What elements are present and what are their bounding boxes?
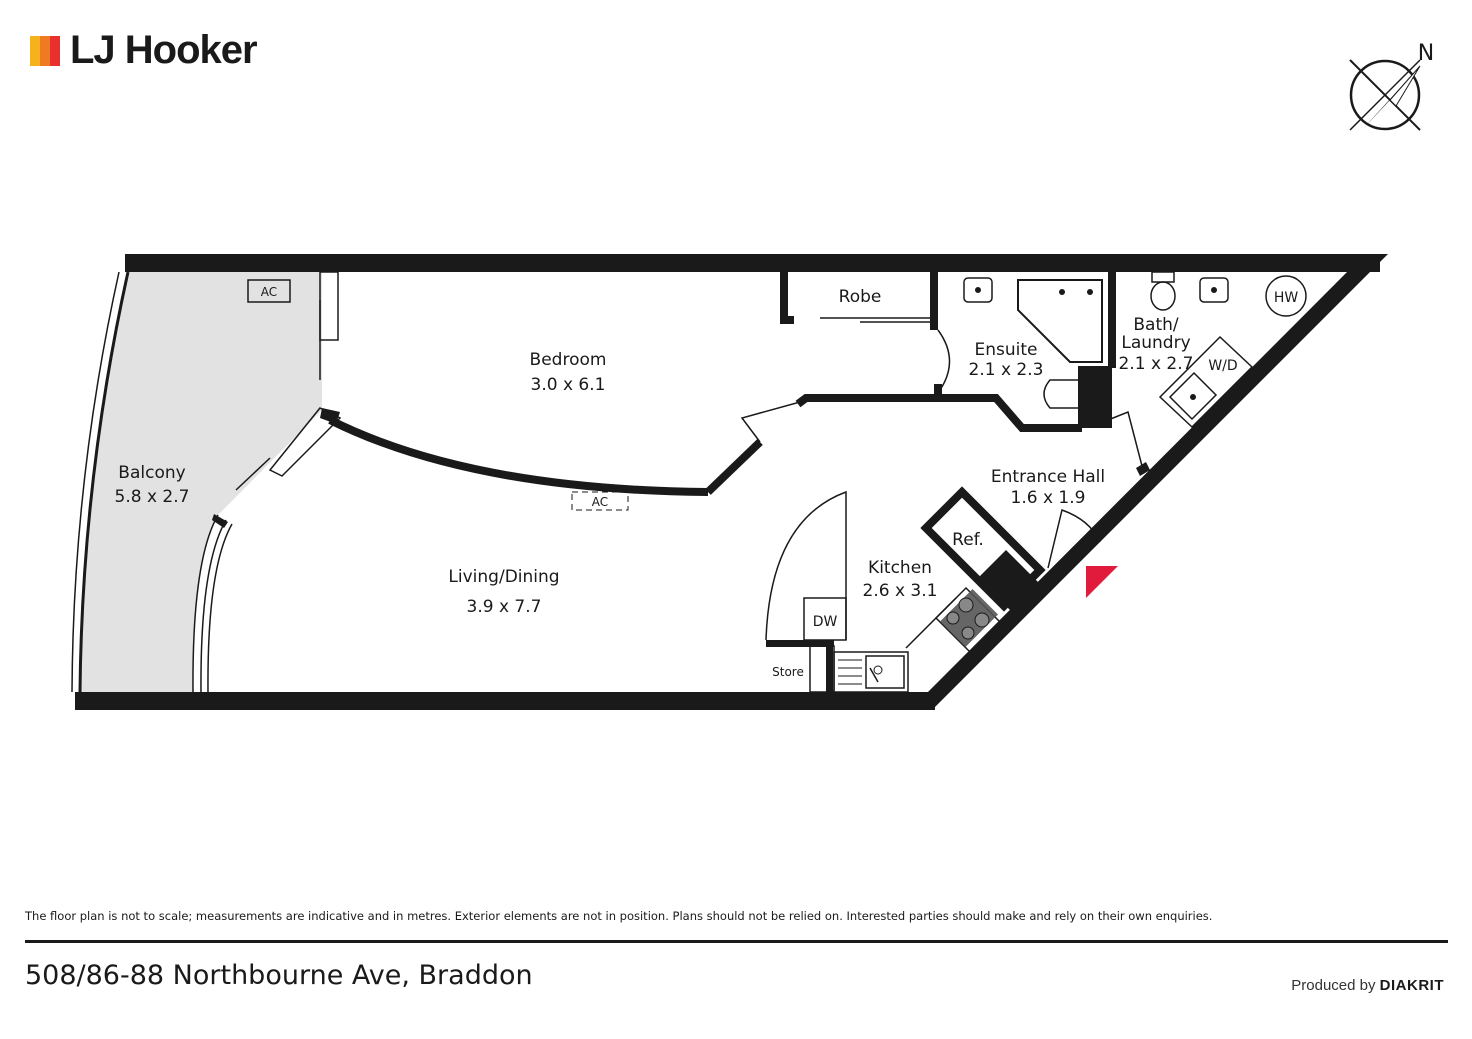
- bath-name-line2: Laundry: [1121, 333, 1190, 353]
- bedroom-size: 3.0 x 6.1: [531, 375, 606, 395]
- ac-label-living: AC: [592, 495, 608, 509]
- produced-by-prefix: Produced by: [1291, 977, 1376, 994]
- ensuite-name: Ensuite: [975, 340, 1038, 360]
- ac-label-balcony: AC: [261, 285, 277, 299]
- hw-label: HW: [1274, 290, 1299, 306]
- wall-north: [125, 254, 1380, 272]
- balcony-size: 5.8 x 2.7: [115, 487, 190, 507]
- entrance-size: 1.6 x 1.9: [1011, 488, 1086, 508]
- disclaimer: The floor plan is not to scale; measurem…: [25, 909, 1213, 923]
- balcony-edge: [78, 271, 130, 693]
- wall-south: [75, 692, 935, 710]
- entry-marker-icon: [1086, 566, 1118, 598]
- balcony-name: Balcony: [118, 463, 185, 483]
- compass-north-label: N: [1418, 41, 1434, 66]
- compass-icon: N: [1349, 41, 1434, 131]
- produced-by-brand: DIAKRIT: [1379, 977, 1444, 994]
- property-address: 508/86-88 Northbourne Ave, Braddon: [25, 960, 533, 991]
- living-name: Living/Dining: [448, 567, 559, 587]
- produced-by: Produced by DIAKRIT: [1291, 977, 1444, 994]
- ac-unit-living: [571, 491, 629, 511]
- bedroom-name: Bedroom: [530, 350, 607, 370]
- living-size: 3.9 x 7.7: [467, 597, 542, 617]
- brand-logo: [28, 30, 258, 80]
- dw-label: DW: [813, 614, 838, 630]
- ref-label: Ref.: [952, 530, 984, 550]
- kitchen-name: Kitchen: [868, 558, 932, 578]
- ensuite-size: 2.1 x 2.3: [969, 360, 1044, 380]
- footer-divider: [25, 940, 1448, 943]
- store-name: Store: [772, 665, 804, 679]
- brand-logo-bars: [30, 36, 60, 66]
- wd-label: W/D: [1208, 358, 1237, 374]
- hot-water-unit: [1265, 275, 1307, 317]
- brand-name: LJ Hooker: [70, 28, 258, 72]
- entrance-name: Entrance Hall: [991, 467, 1105, 487]
- bath-name-line1: Bath/: [1133, 315, 1179, 335]
- bath-size: 2.1 x 2.7: [1119, 354, 1194, 374]
- balcony-area: [80, 272, 322, 692]
- bedroom-curved-wall: [328, 416, 709, 496]
- ac-unit-balcony: [247, 279, 291, 303]
- robe-name: Robe: [839, 287, 882, 307]
- kitchen-size: 2.6 x 3.1: [863, 581, 938, 601]
